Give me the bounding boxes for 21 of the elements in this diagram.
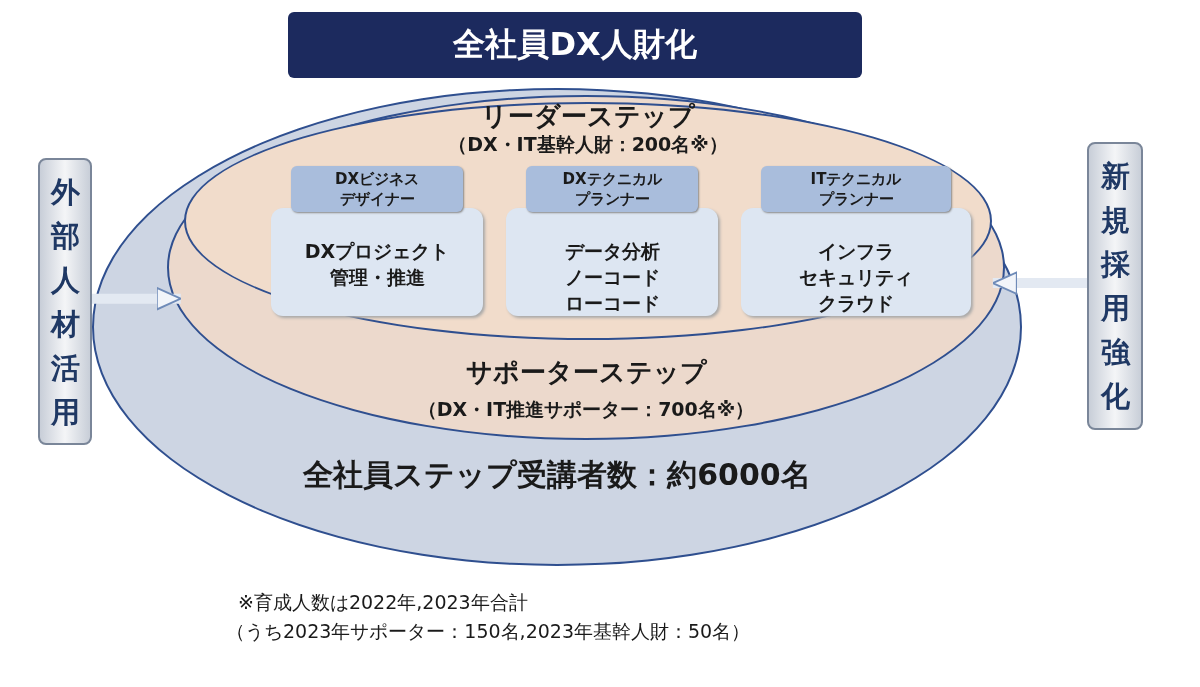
arrow [92,286,182,311]
arrow [991,271,1087,295]
step-count: （DX・IT基幹人財：200名※） [447,132,729,157]
footnote: （うち2023年サポーター：150名,2023年基幹人財：50名） [226,619,751,644]
card-body: データ分析ノーコードローコード [506,208,718,316]
skill-card [506,166,718,316]
card-body: インフラセキュリティクラウド [741,208,971,316]
skill-card [741,166,971,316]
step-count: （DX・IT推進サポーター：700名※） [416,397,756,422]
side-label-box: 外部人材活用 [38,158,92,445]
title-banner: 全社員DX人財化 [288,12,862,78]
card-tab: ITテクニカルプランナー [761,166,951,212]
step-heading: リーダーステップ [480,100,696,133]
step-heading: 全社員ステップ受講者数：約6000名 [302,456,812,494]
card-body: DXプロジェクト管理・推進 [271,208,483,316]
side-label-box: 新規採用強化 [1087,142,1143,430]
footnote: ※育成人数は2022年,2023年合計 [238,590,528,615]
card-tab: DXテクニカルプランナー [526,166,698,212]
step-heading: サポーターステップ [464,356,708,389]
skill-card [271,166,483,316]
card-tab: DXビジネスデザイナー [291,166,463,212]
